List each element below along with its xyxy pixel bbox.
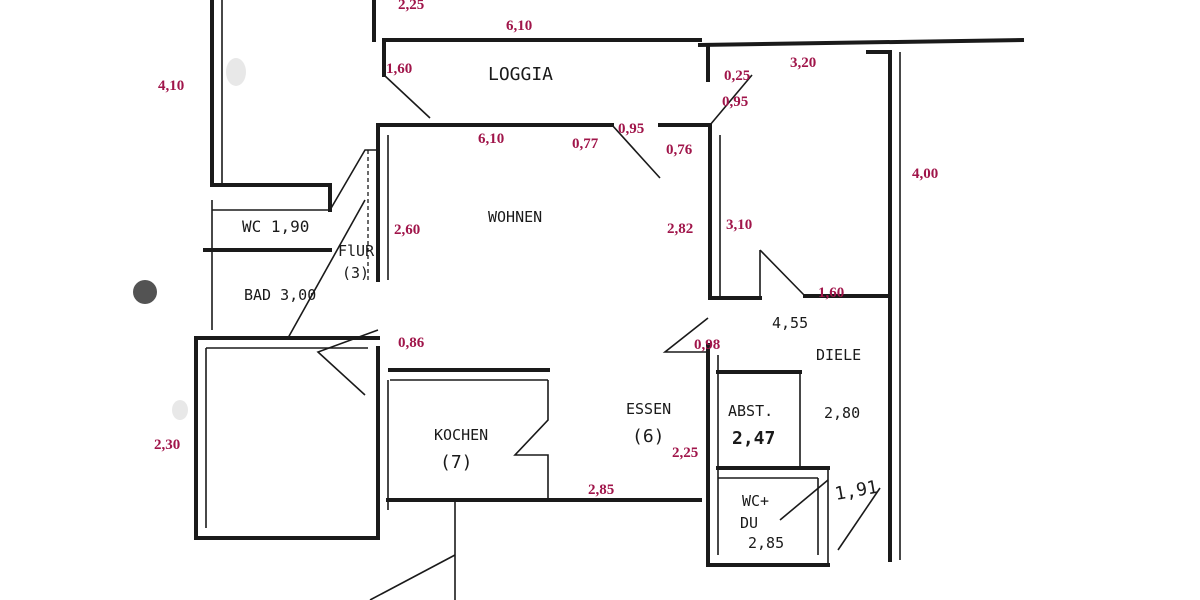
- room-label-abst: ABST.: [728, 402, 773, 420]
- dim-0-86: 0,86: [398, 335, 425, 351]
- dim-0-95-mid: 0,95: [618, 121, 644, 137]
- dim-2-30: 2,30: [154, 437, 180, 453]
- dim-4-10: 4,10: [158, 78, 184, 94]
- room-label-essen: ESSEN: [626, 400, 671, 418]
- dim-3-20: 3,20: [790, 55, 816, 71]
- room-value-wcdu: 2,85: [748, 534, 784, 552]
- dim-1-60-diele: 1,60: [818, 285, 844, 301]
- dim-0-25: 0,25: [724, 68, 750, 84]
- dim-0-98: 0,98: [694, 337, 720, 353]
- room-number-essen: (6): [632, 426, 665, 447]
- dim-3-10: 3,10: [726, 217, 752, 233]
- walls: [194, 0, 1025, 600]
- dim-4-00: 4,00: [912, 166, 938, 182]
- dim-6-10-mid: 6,10: [478, 131, 504, 147]
- dimension-labels: 2,25 6,10 4,10 1,60 0,25 3,20 0,95 6,10 …: [154, 0, 938, 498]
- room-number-kochen: (7): [440, 452, 473, 473]
- dim-2-60: 2,60: [394, 222, 420, 238]
- room-label-wohnen: WOHNEN: [488, 208, 542, 226]
- room-label-wc: WC 1,90: [242, 217, 309, 236]
- dim-2-82: 2,82: [667, 221, 693, 237]
- dim-0-76: 0,76: [666, 142, 693, 158]
- room-value-abst: 2,47: [732, 428, 775, 449]
- room-number-flur: (3): [342, 264, 369, 282]
- room-label-diele: DIELE: [816, 346, 861, 364]
- slope-value: 1,91: [833, 477, 879, 505]
- room-label-flur: FlUR: [338, 242, 375, 260]
- dim-0-77: 0,77: [572, 136, 599, 152]
- dim-2-25-essen: 2,25: [672, 445, 698, 461]
- dim-0-95-right: 0,95: [722, 94, 748, 110]
- room-value-diele: 2,80: [824, 404, 860, 422]
- door-swings: [287, 74, 881, 600]
- smudge: [226, 58, 246, 86]
- smudge: [172, 400, 188, 420]
- room-value-diele-top: 4,55: [772, 314, 808, 332]
- binder-hole: [133, 280, 157, 304]
- room-label-wcdu-b: DU: [740, 514, 758, 532]
- dim-1-60-loggia: 1,60: [386, 61, 412, 77]
- dim-2-25-top: 2,25: [398, 0, 424, 13]
- room-label-kochen: KOCHEN: [434, 426, 488, 444]
- dim-2-85: 2,85: [588, 482, 614, 498]
- dim-6-10-top: 6,10: [506, 18, 532, 34]
- room-label-loggia: LOGGIA: [488, 64, 553, 85]
- room-label-bad: BAD 3,00: [244, 286, 316, 304]
- room-label-wcdu-a: WC+: [742, 492, 769, 510]
